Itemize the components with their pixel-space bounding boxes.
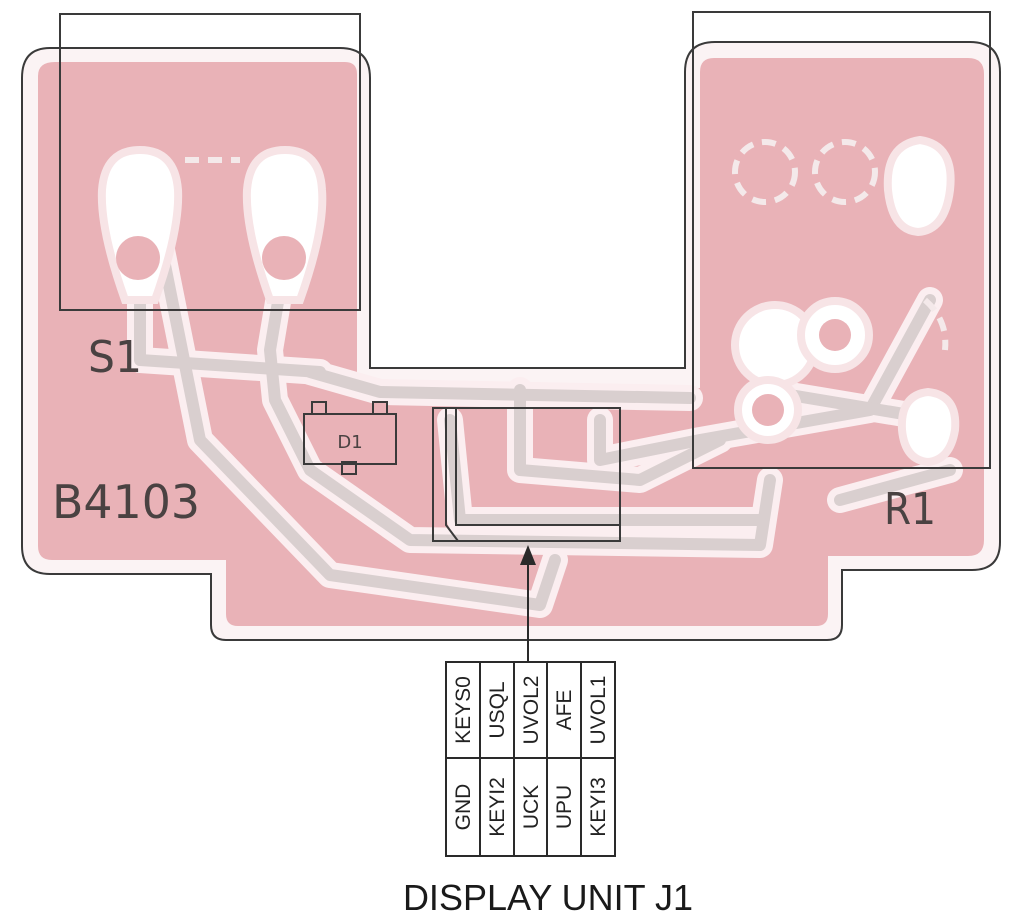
pin-label-usql: USQL xyxy=(486,681,509,738)
pin-label-upu: UPU xyxy=(553,785,576,829)
j1-connector-outline xyxy=(432,407,621,542)
trace-network xyxy=(127,167,963,618)
s1-pad-hole xyxy=(116,236,160,280)
s1-outline xyxy=(59,13,361,311)
unpopulated-pads xyxy=(185,139,949,351)
r1-pads xyxy=(731,135,960,467)
d1-body xyxy=(303,413,397,465)
pin-label-uvol2: UVOL2 xyxy=(520,676,543,745)
d1-label: D1 xyxy=(337,432,362,453)
board-id-label: B4103 xyxy=(52,475,200,529)
pin-label-uvol1: UVOL1 xyxy=(587,676,610,745)
diagram-caption: DISPLAY UNIT J1 xyxy=(403,877,693,918)
r1-pad-hole xyxy=(752,394,784,426)
r1-outline xyxy=(692,11,991,469)
pin-label-gnd: GND xyxy=(452,784,475,831)
pin-label-keyi2: KEYI2 xyxy=(486,777,509,837)
pin-label-uck: UCK xyxy=(520,785,543,829)
r1-label: R1 xyxy=(884,484,936,535)
pin-label-keyi3: KEYI3 xyxy=(587,777,610,837)
d1-pin xyxy=(372,401,388,415)
r1-pad-hole xyxy=(819,319,851,351)
j1-connector-inner xyxy=(445,408,620,542)
pin-table xyxy=(445,661,616,857)
s1-label: S1 xyxy=(88,332,142,383)
pin-label-keys0: KEYS0 xyxy=(452,676,475,744)
d1-pin xyxy=(311,401,327,415)
pin-label-afe: AFE xyxy=(553,690,576,731)
arrow-head-icon xyxy=(520,545,536,565)
s1-pad-hole xyxy=(262,236,306,280)
